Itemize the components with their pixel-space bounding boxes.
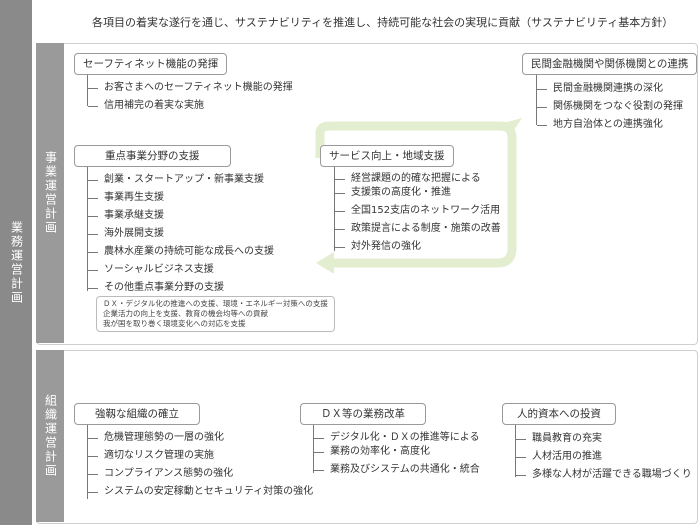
list-item: 適切なリスク管理の実施 — [88, 447, 313, 465]
list-item: 危機管理態勢の一層の強化 — [88, 429, 313, 447]
human-capital-list: 職員教育の充実 人材活用の推進 多様な人材が活躍できる職場づくり — [516, 430, 692, 484]
list-item: 事業再生支援 — [88, 189, 274, 207]
note-line: 我が国を取り巻く環境変化への対応を支援 — [103, 319, 246, 328]
list-item: 全国152支店のネットワーク活用 — [335, 202, 501, 220]
robust-header: 強靱な組織の確立 — [74, 403, 200, 425]
service-bracket — [334, 167, 335, 251]
robust-bracket — [87, 425, 88, 499]
list-item: 地方自治体との連携強化 — [537, 116, 683, 134]
priority-note: ＤＸ・デジタル化の推進への支援、環境・エネルギー対策への支援 企業活力の向上を支… — [96, 296, 335, 332]
org-section-label: 組織運営計画 — [36, 350, 64, 522]
list-item: 海外展開支援 — [88, 225, 274, 243]
list-item: 支援策の高度化・推進 — [335, 184, 501, 202]
dx-header: ＤＸ等の業務改革 — [300, 403, 426, 425]
cycle-arrow — [315, 118, 522, 273]
cooperation-bracket — [536, 75, 537, 125]
safety-net-header: セーフティネット機能の発揮 — [74, 53, 228, 75]
list-item: 関係機関をつなぐ役割の発揮 — [537, 98, 683, 116]
business-section-label: 事業運営計画 — [36, 43, 64, 343]
service-list: 経営課題の的確な把握による 支援策の高度化・推進 全国152支店のネットワーク活… — [335, 170, 501, 256]
list-item: 事業承継支援 — [88, 207, 274, 225]
human-capital-bracket — [515, 425, 516, 477]
list-item: デジタル化・ＤＸの推進等による — [314, 429, 480, 447]
list-item: お客さまへのセーフティネット機能の発揮 — [88, 79, 293, 97]
safety-net-list: お客さまへのセーフティネット機能の発揮 信用補完の着実な実施 — [88, 79, 293, 115]
priority-bracket — [87, 167, 88, 291]
list-item: 業務及びシステムの共通化・統合 — [314, 461, 480, 479]
list-item: 信用補完の着実な実施 — [88, 97, 293, 115]
dx-list: デジタル化・ＤＸの推進等による 業務の効率化・高度化 業務及びシステムの共通化・… — [314, 429, 480, 479]
list-item: 政策提言による制度・施策の改善 — [335, 220, 501, 238]
cooperation-list: 民間金融機関連携の深化 関係機関をつなぐ役割の発揮 地方自治体との連携強化 — [537, 80, 683, 134]
dx-bracket — [313, 425, 314, 473]
list-item: 対外発信の強化 — [335, 238, 501, 256]
list-item: 人材活用の推進 — [516, 448, 692, 466]
business-plan-label: 業務運営計画 — [0, 0, 32, 525]
business-section-label-text: 事業運営計画 — [43, 151, 58, 235]
list-item: 業務の効率化・高度化 — [314, 443, 480, 461]
note-line: ＤＸ・デジタル化の推進への支援、環境・エネルギー対策への支援 — [103, 299, 328, 308]
list-item: 多様な人材が活躍できる職場づくり — [516, 466, 692, 484]
priority-list: 創業・スタートアップ・新事業支援 事業再生支援 事業承継支援 海外展開支援 農林… — [88, 171, 274, 297]
priority-header: 重点事業分野の支援 — [74, 145, 231, 167]
human-capital-header: 人的資本への投資 — [502, 403, 616, 425]
org-section-label-text: 組織運営計画 — [43, 394, 58, 478]
cooperation-header: 民間金融機関や関係機関との連携 — [522, 53, 698, 75]
list-item: ソーシャルビジネス支援 — [88, 261, 274, 279]
note-line: 企業活力の向上を支援、教育の機会均等への貢献 — [103, 309, 268, 318]
list-item: 民間金融機関連携の深化 — [537, 80, 683, 98]
list-item: 職員教育の充実 — [516, 430, 692, 448]
list-item: システムの安定稼動とセキュリティ対策の強化 — [88, 483, 313, 501]
business-plan-label-text: 業務運営計画 — [9, 220, 24, 305]
list-item: 創業・スタートアップ・新事業支援 — [88, 171, 274, 189]
robust-list: 危機管理態勢の一層の強化 適切なリスク管理の実施 コンプライアンス態勢の強化 シ… — [88, 429, 313, 501]
list-item: コンプライアンス態勢の強化 — [88, 465, 313, 483]
safety-net-bracket — [87, 75, 88, 106]
list-item: 経営課題の的確な把握による — [335, 170, 501, 188]
list-item: その他重点事業分野の支援 — [88, 279, 274, 297]
service-header: サービス向上・地域支援 — [320, 145, 454, 167]
page-header-text: 各項目の着実な遂行を通じ、サステナビリティを推進し、持続可能な社会の実現に貢献（… — [92, 16, 674, 29]
list-item: 農林水産業の持続可能な成長への支援 — [88, 243, 274, 261]
